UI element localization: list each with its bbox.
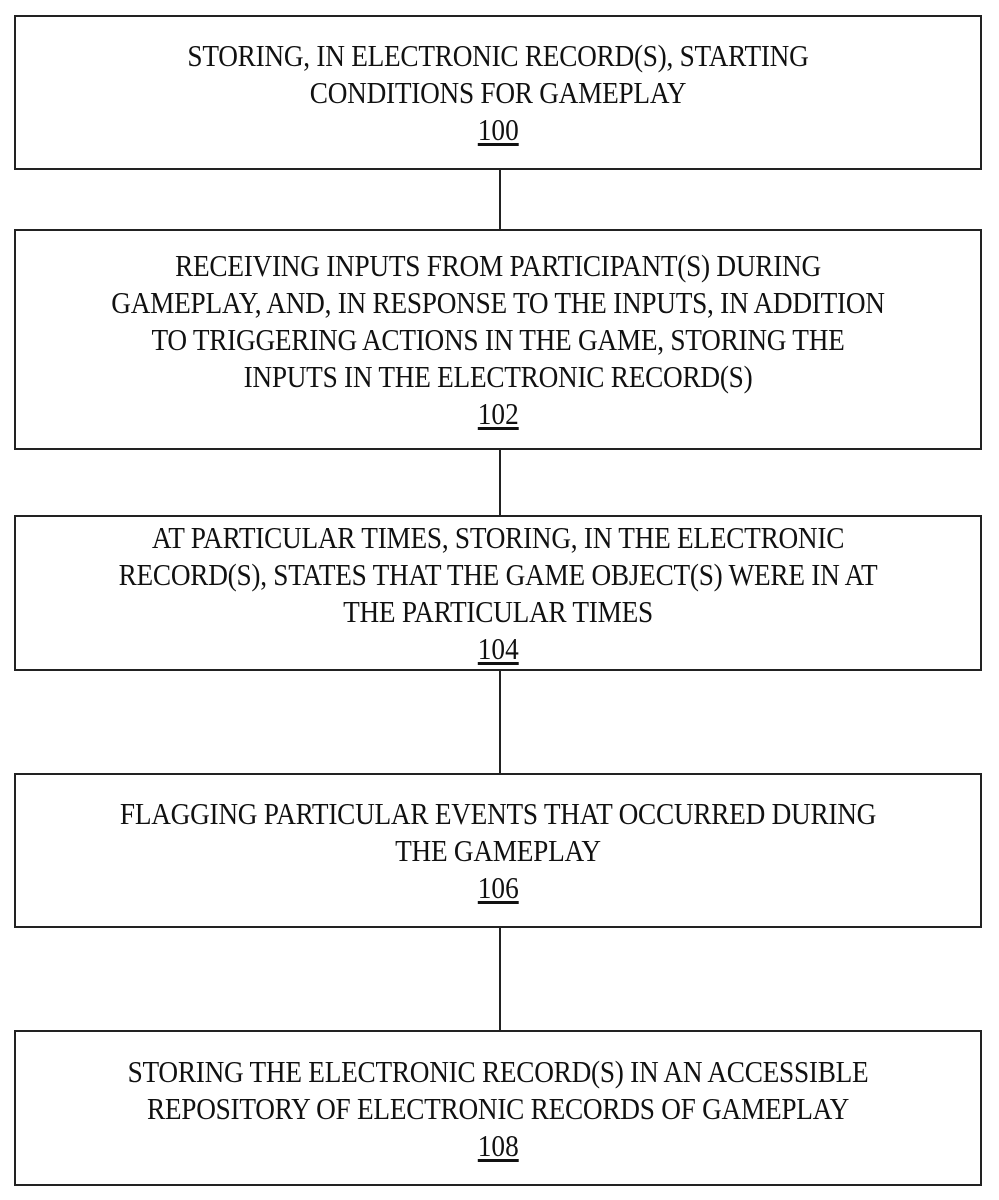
step-reference-number: 106 (477, 870, 519, 905)
connector-line (499, 671, 501, 773)
connector-line (499, 450, 501, 515)
step-reference-number: 104 (477, 631, 519, 666)
step-reference-number: 108 (477, 1127, 519, 1163)
step-reference-number: 100 (477, 112, 519, 147)
flow-step-106: FLAGGING PARTICULAR EVENTS THAT OCCURRED… (14, 773, 982, 928)
connector-line (499, 928, 501, 1030)
flow-step-100: STORING, IN ELECTRONIC RECORD(S), STARTI… (14, 15, 982, 170)
step-text: RECEIVING INPUTS FROM PARTICIPANT(S) DUR… (111, 248, 885, 394)
step-text: STORING, IN ELECTRONIC RECORD(S), STARTI… (187, 38, 809, 110)
flow-step-102: RECEIVING INPUTS FROM PARTICIPANT(S) DUR… (14, 229, 982, 450)
flow-step-104: AT PARTICULAR TIMES, STORING, IN THE ELE… (14, 515, 982, 671)
step-text: FLAGGING PARTICULAR EVENTS THAT OCCURRED… (119, 796, 877, 868)
connector-line (499, 170, 501, 229)
step-reference-number: 102 (477, 396, 519, 431)
flow-step-108: STORING THE ELECTRONIC RECORD(S) IN AN A… (14, 1030, 982, 1186)
step-text: AT PARTICULAR TIMES, STORING, IN THE ELE… (118, 520, 878, 629)
step-text: STORING THE ELECTRONIC RECORD(S) IN AN A… (127, 1053, 869, 1126)
